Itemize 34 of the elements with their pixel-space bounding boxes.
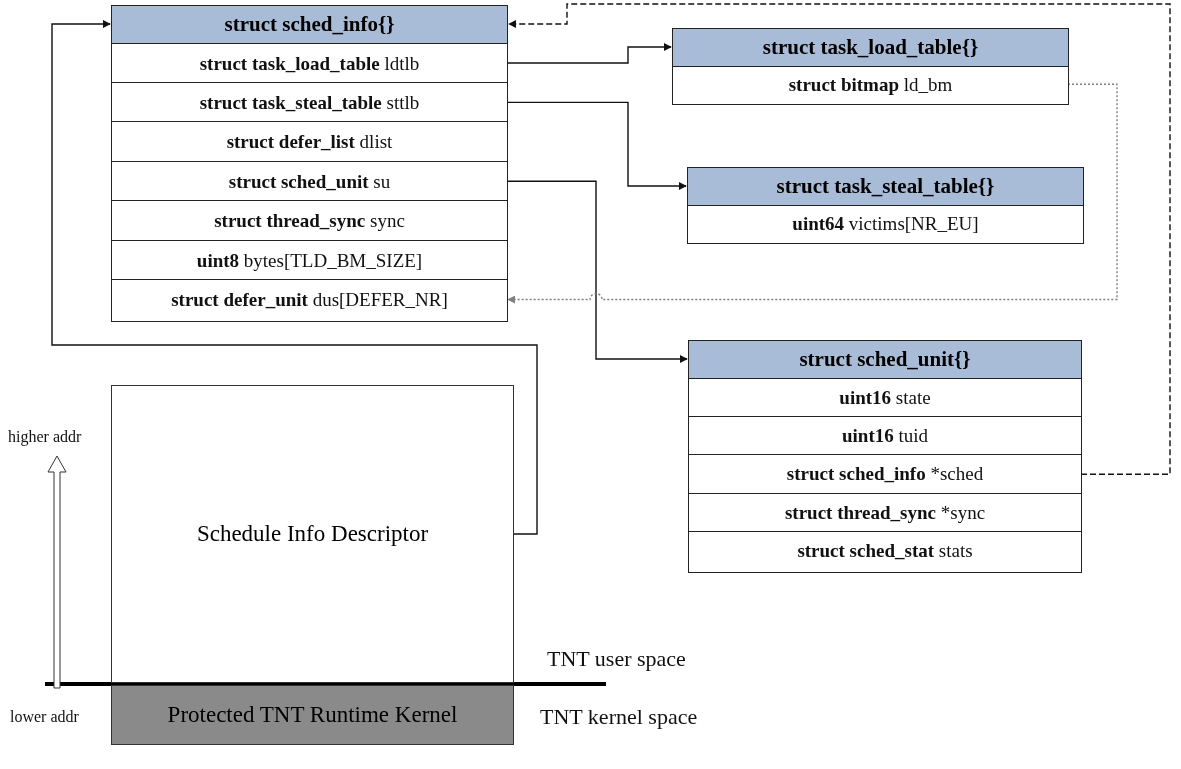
annotation-label: lower addr	[10, 708, 79, 726]
kernel-region-box: Protected TNT Runtime Kernel	[111, 685, 514, 745]
struct-field: struct sched_unit su	[112, 160, 507, 202]
annotation-label: TNT kernel space	[540, 704, 698, 730]
connector-arrow	[507, 83, 1118, 304]
struct-field: struct sched_info *sched	[689, 454, 1081, 495]
struct-field: uint16 tuid	[689, 415, 1081, 456]
connector-arrow	[506, 180, 688, 363]
connector-arrow	[506, 101, 687, 190]
annotation-label: TNT user space	[547, 646, 686, 672]
struct-field: uint64 victims[NR_EU]	[688, 204, 1083, 242]
struct-field: struct sched_stat stats	[689, 531, 1081, 571]
struct-table	[687, 167, 1084, 244]
connector-arrow	[51, 20, 538, 535]
struct-field: struct bitmap ld_bm	[673, 65, 1068, 103]
struct-field: struct defer_list dlist	[112, 121, 507, 163]
struct-header: struct task_load_table{}	[673, 29, 1068, 67]
struct-field: struct defer_unit dus[DEFER_NR]	[112, 279, 507, 320]
struct-table	[688, 340, 1082, 573]
struct-field: uint8 bytes[TLD_BM_SIZE]	[112, 239, 507, 281]
connector-arrow	[506, 43, 672, 64]
struct-header: struct sched_unit{}	[689, 341, 1081, 379]
struct-field: struct task_steal_table sttlb	[112, 81, 507, 123]
struct-table	[672, 28, 1069, 105]
struct-table	[111, 5, 508, 322]
struct-field: struct thread_sync *sync	[689, 492, 1081, 533]
struct-header: struct task_steal_table{}	[688, 168, 1083, 206]
annotation-label: higher addr	[8, 428, 82, 446]
struct-header: struct sched_info{}	[112, 6, 507, 44]
connector-arrow	[508, 3, 1171, 475]
schedule-descriptor-box: Schedule Info Descriptor	[111, 385, 514, 683]
struct-field: uint16 state	[689, 377, 1081, 418]
struct-field: struct task_load_table ldtlb	[112, 42, 507, 84]
struct-field: struct thread_sync sync	[112, 200, 507, 242]
